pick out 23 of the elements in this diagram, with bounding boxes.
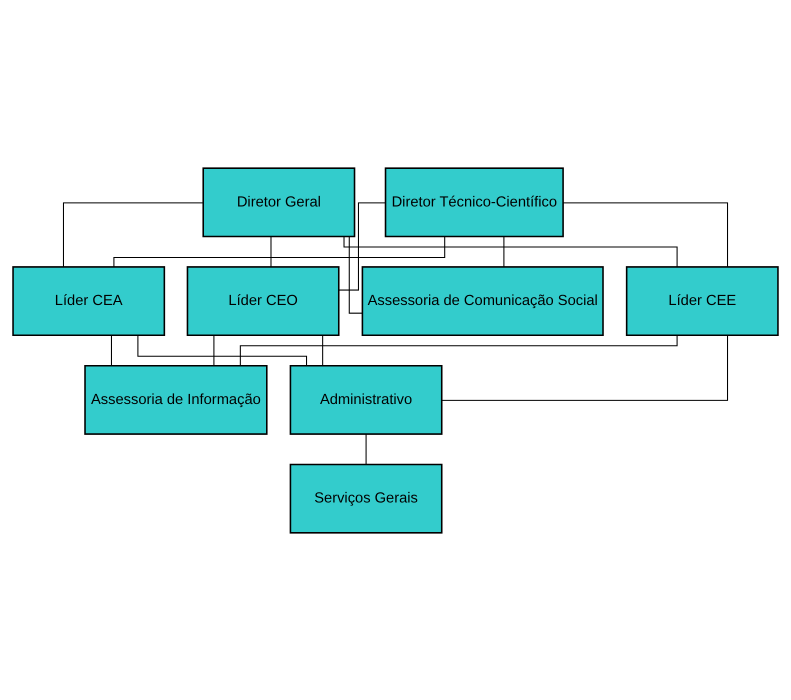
node-box: Assessoria de Comunicação Social (362, 266, 604, 336)
connector (240, 334, 678, 366)
connector (344, 236, 678, 266)
connector (503, 236, 504, 266)
connector (270, 236, 272, 266)
connector (137, 334, 308, 366)
connector (563, 202, 728, 266)
connector (339, 202, 386, 290)
connector (113, 236, 446, 266)
connector (62, 202, 203, 266)
node-box: Líder CEE (626, 266, 779, 336)
node-box: Líder CEA (12, 266, 166, 336)
connector (110, 334, 112, 366)
node-box: Diretor Geral (202, 166, 356, 237)
node-box: Diretor Técnico-Científico (384, 166, 564, 237)
connector (442, 334, 728, 400)
node-box: Serviços Gerais (290, 463, 443, 534)
node-box: Líder CEO (186, 266, 340, 336)
node-box: Administrativo (290, 364, 443, 434)
connector (366, 434, 367, 464)
connector (322, 334, 324, 366)
connector (213, 334, 214, 366)
node-box: Assessoria de Informação (84, 364, 268, 434)
